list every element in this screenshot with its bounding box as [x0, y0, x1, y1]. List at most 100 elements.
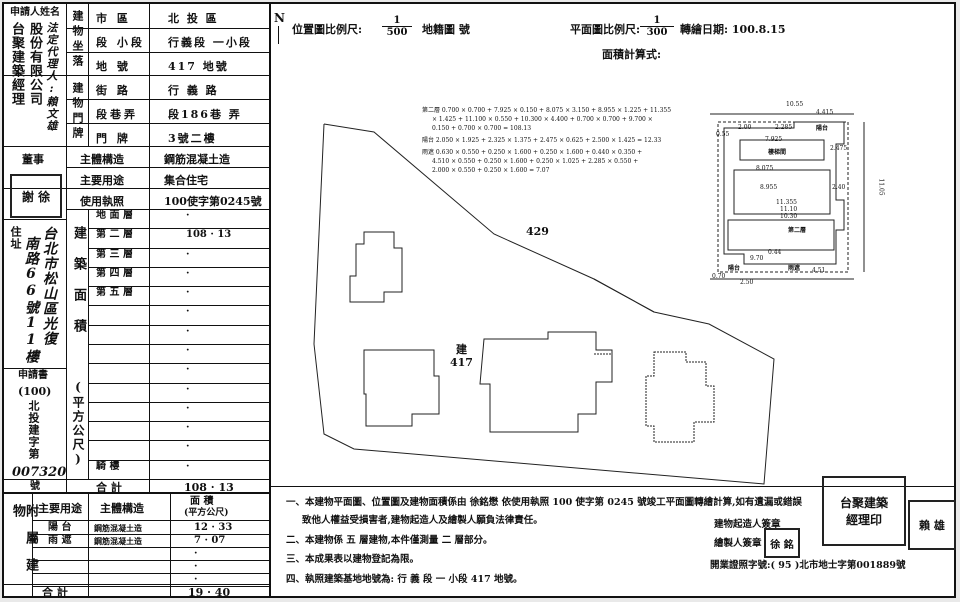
- applicant-name-line2: 股份有限公司: [27, 22, 42, 106]
- table-right-border: [269, 4, 271, 598]
- plan-dim-l: 2.475: [830, 145, 848, 152]
- director-label: 董事: [22, 153, 44, 166]
- location-row-label: 段 小段: [96, 36, 145, 49]
- floor-row-value: ·: [186, 422, 190, 433]
- appno-label: 申請書: [18, 370, 48, 381]
- floor-row-value: ·: [186, 287, 190, 298]
- appno-value-line2: 北投建字第: [27, 400, 40, 460]
- floor-row-value: ·: [186, 403, 190, 414]
- license-number: 開業證照字號:( 95 )北市地士字第001889號: [710, 560, 906, 571]
- floor-row-value: ·: [186, 384, 190, 395]
- plan-dim-n: 0.44: [768, 249, 782, 256]
- cadastral-label: 地籍圖 號: [422, 23, 470, 36]
- building-area-group-label: 建築面積: [71, 226, 86, 350]
- annex-col-area-line1: 面 積: [190, 496, 214, 507]
- floor-row-value: ·: [186, 210, 190, 221]
- plan-dim-e: 8.955: [760, 184, 778, 191]
- location-scale-fraction: 1 500: [382, 15, 412, 38]
- plan-dim-f: 11.355: [776, 199, 797, 206]
- location-row-value: 行義段 一小段: [168, 36, 252, 49]
- plan-dim-b: 2.285: [775, 124, 793, 131]
- address-line1: 台北市松山區光復: [41, 226, 57, 346]
- note-3: 三、本成果表以建物登記為限。: [286, 554, 420, 565]
- applicant-seal: 謝 徐: [10, 174, 62, 218]
- annex-side-label: 附屬建物: [10, 504, 38, 585]
- floor-row-label: 第 五 層: [96, 287, 133, 298]
- annex-col-struct: 主體構造: [100, 502, 144, 515]
- plan-dim-q: 0.55: [716, 131, 730, 138]
- formula-line7: 2.000 × 0.550 + 0.250 × 1.600 = 7.07: [432, 167, 550, 174]
- annex-row-area: 7 · 07: [194, 535, 226, 546]
- floor-row-value: ·: [186, 364, 190, 375]
- formula-line6: 4.510 × 0.550 + 0.250 × 1.600 + 0.250 × …: [432, 158, 639, 165]
- location-group-label: 建物坐落: [71, 10, 84, 70]
- plan-dim-top: 10.55: [786, 101, 804, 108]
- plan-label-balcony2: 陽台: [728, 265, 741, 272]
- plan-dim-p: 11.05: [877, 178, 885, 196]
- plan-label-room: 樓梯間: [768, 149, 787, 156]
- plan-dim-i: 9.70: [750, 255, 764, 262]
- plan-dim-j: 4.51: [812, 267, 826, 274]
- annex-total-label: 合 計: [42, 586, 68, 599]
- floor-row-value: 108 · 13: [186, 229, 232, 240]
- applicant-name-line3: 法定代理人:賴文雄: [45, 22, 58, 132]
- note-1: 一、本建物平面圖、位置圖及建物面積係由 徐銘懋 依使用執照 100 使字第 02…: [286, 497, 802, 508]
- formula-line3: 0.150 + 0.700 × 0.700 = 108.13: [432, 125, 532, 132]
- plan-dim-a: 2.00: [738, 124, 752, 131]
- annex-row-struct: 鋼筋混凝土造: [94, 536, 142, 546]
- appno-suffix: 號: [30, 481, 40, 492]
- formula-line4: 陽台 2.050 × 1.925 + 2.325 × 1.375 + 2.475…: [422, 137, 662, 144]
- parcel-label-jian: 建: [456, 343, 467, 356]
- plan-dim-d: 8.075: [756, 165, 774, 172]
- annex-row-use: 雨 遮: [48, 535, 72, 546]
- company-seal: 台聚建築 經理印: [822, 476, 906, 546]
- doorplate-row-label: 街 路: [96, 84, 131, 97]
- transfer-date: 轉繪日期: 100.8.15: [680, 23, 786, 36]
- floor-row-label: 騎 樓: [96, 461, 120, 472]
- north-arrow-icon: N: [274, 11, 285, 25]
- area-total-value: 108 · 13: [184, 481, 234, 494]
- plan-label-rain: 雨遮: [788, 265, 801, 272]
- floor-row-value: ·: [186, 461, 190, 472]
- parcel-number-417: 417: [450, 356, 473, 369]
- doorplate-row-value: 3號二樓: [168, 132, 217, 145]
- address-label: 住址: [9, 226, 22, 250]
- plan-scale-fraction: 1 300: [640, 15, 674, 38]
- plan-dim-k: 2.50: [740, 279, 754, 286]
- plan-dim-g: 11.10: [780, 206, 798, 213]
- structure-row-value: 鋼筋混凝土造: [164, 153, 230, 166]
- doorplate-row-value: 行 義 路: [168, 84, 219, 97]
- formula-line5: 雨遮 0.630 × 0.550 + 0.250 × 1.600 + 0.250…: [422, 149, 643, 156]
- plan-scale-label: 平面圖比例尺:: [570, 23, 641, 36]
- location-row-value: 北 投 區: [168, 12, 219, 25]
- applicant-column-divider: [66, 4, 67, 492]
- area-calc-title: 面積計算式:: [602, 48, 662, 61]
- annex-total-value: 19 · 40: [188, 586, 231, 599]
- annex-row-struct: 鋼筋混凝土造: [94, 523, 142, 533]
- building-block-4: [645, 351, 715, 443]
- structure-row-label: 主要用途: [80, 174, 124, 187]
- building-area-unit-label: (平方公尺): [71, 380, 85, 468]
- plan-dim-c: 7.925: [765, 136, 783, 143]
- floor-row-value: ·: [186, 268, 190, 279]
- doorplate-row-label: 門 牌: [96, 132, 131, 145]
- floor-plan-drawing: [710, 113, 865, 280]
- building-block-2: [363, 349, 440, 427]
- appno-value-line1: (100): [18, 385, 52, 398]
- annex-row-use: 陽 台: [48, 522, 72, 533]
- parcel-inner-line: [593, 278, 655, 313]
- floor-row-value: ·: [186, 249, 190, 260]
- annex-row-area: ·: [194, 561, 198, 572]
- plan-label-floor2: 第二層: [788, 227, 807, 234]
- structure-row-label: 使用執照: [80, 195, 124, 208]
- applicant-header: 申請人姓名: [10, 7, 60, 18]
- plan-label-balcony1: 陽台: [816, 125, 829, 132]
- structure-row-value: 集合住宅: [164, 174, 208, 187]
- parcel-boundary: [313, 123, 775, 485]
- note-4: 四、執照建築基地地號為: 行 義 段 一 小段 417 地號。: [286, 574, 523, 585]
- location-row-label: 市 區: [96, 12, 131, 25]
- plan-dim-o: 0.70: [712, 273, 726, 280]
- note-1b: 致他人權益受損害者,建物起造人及繪製人願負法律責任。: [302, 515, 543, 526]
- structure-row-label: 主體構造: [80, 153, 124, 166]
- annex-col-use: 主要用途: [38, 502, 82, 515]
